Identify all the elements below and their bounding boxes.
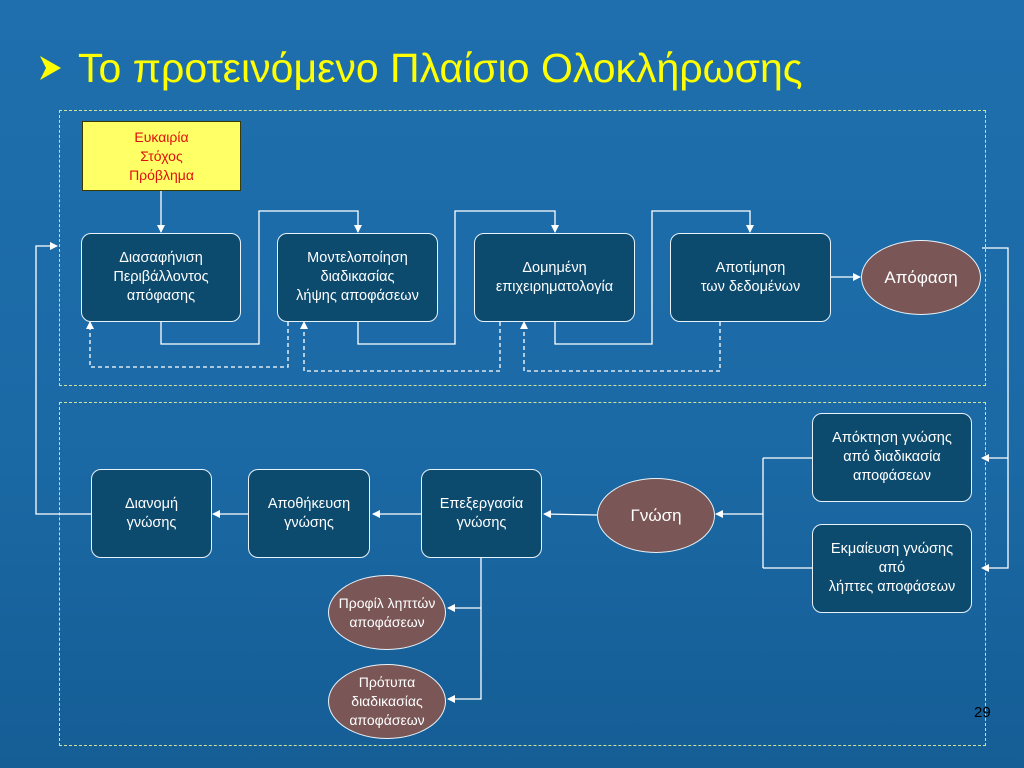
step-line: διαδικασίας (320, 269, 395, 285)
knowledge-oval: Γνώση (597, 478, 715, 553)
slide-title: Το προτεινόμενο Πλαίσιο Ολοκλήρωσης (78, 44, 803, 91)
step-line: Μοντελοποίηση (307, 250, 408, 266)
box-line: Εκμαίευση γνώσης (830, 541, 954, 557)
oval-line: Προφίλ (338, 594, 384, 611)
decision-maker-profiles-oval: Προφίλ ληπτών αποφάσεων (328, 575, 446, 650)
step-line: απόφασης (126, 288, 196, 304)
step-clarify-environment: Διασαφήνιση Περιβάλλοντος απόφασης (81, 233, 241, 322)
oval-line: αποφάσεων (349, 712, 425, 728)
slide-title-row: Το προτεινόμενο Πλαίσιο Ολοκλήρωσης (38, 38, 803, 98)
knowledge-processing-box: Επεξεργασία γνώσης (421, 469, 542, 558)
step-line: λήψης αποφάσεων (296, 288, 419, 304)
box-line: γνώσης (126, 514, 177, 531)
step-line: Αποτίμηση (715, 259, 786, 276)
box-line: Αποθήκευση (267, 495, 351, 512)
step-line: Περιβάλλοντος (113, 269, 209, 285)
knowledge-distribution-box: Διανομή γνώσης (91, 469, 212, 558)
oval-line: διαδικασίας (351, 693, 423, 709)
step-data-evaluation: Αποτίμηση των δεδομένων (670, 233, 831, 322)
knowledge-elicitation-box: Εκμαίευση γνώσης από λήπτες αποφάσεων (812, 524, 972, 613)
decision-label: Απόφαση (884, 267, 958, 287)
box-line: γνώσης (456, 514, 507, 531)
step-line: Διασαφήνιση (119, 250, 203, 266)
trigger-line: Ευκαιρία (134, 128, 189, 145)
step-line: των δεδομένων (700, 278, 801, 295)
box-line: λήπτες αποφάσεων (828, 579, 956, 595)
step-structured-argumentation: Δομημένη επιχειρηματολογία (474, 233, 635, 322)
step-line: Δομημένη (522, 259, 587, 276)
knowledge-process-frame (59, 402, 986, 746)
box-line: αποφάσεων (852, 468, 931, 484)
page-number: 29 (974, 704, 991, 721)
box-line: Επεξεργασία (439, 495, 524, 512)
process-templates-oval: Πρότυπα διαδικασίας αποφάσεων (328, 664, 446, 739)
knowledge-label: Γνώση (630, 505, 682, 525)
opportunity-goal-problem-box: Ευκαιρία Στόχος Πρόβλημα (82, 121, 241, 191)
step-model-process: Μοντελοποίηση διαδικασίας λήψης αποφάσεω… (277, 233, 438, 322)
knowledge-storage-box: Αποθήκευση γνώσης (248, 469, 370, 558)
box-line: Διανομή (124, 495, 179, 512)
oval-line: Πρότυπα (358, 674, 416, 690)
oval-line: αποφάσεων (349, 613, 425, 630)
arrow-bullet-icon (38, 53, 64, 83)
knowledge-acquisition-box: Απόκτηση γνώσης από διαδικασία αποφάσεων (812, 413, 972, 502)
box-line: από διαδικασία (843, 449, 941, 465)
box-line: γνώσης (284, 514, 334, 531)
box-line: από (878, 560, 906, 576)
oval-line: ληπτών (387, 594, 436, 611)
trigger-line: Στόχος (140, 147, 183, 164)
step-line: επιχειρηματολογία (495, 278, 614, 295)
decision-oval: Απόφαση (861, 240, 981, 315)
trigger-line: Πρόβλημα (129, 166, 194, 183)
box-line: Απόκτηση γνώσης (832, 430, 952, 446)
